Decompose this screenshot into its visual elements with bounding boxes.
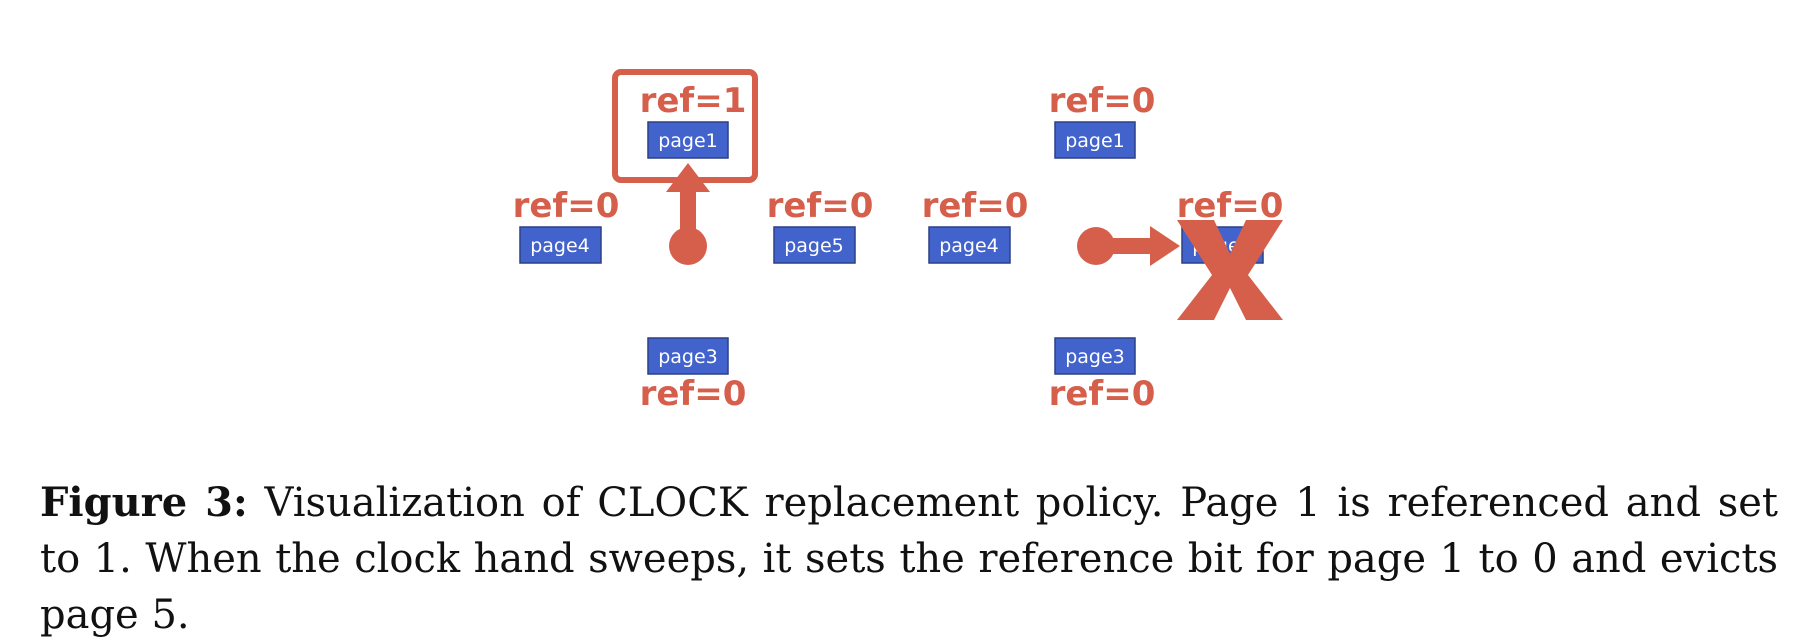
page5-box [773,226,856,264]
page4-box [928,226,1011,264]
page3-box [647,337,729,375]
ref-label-page3: ref=0 [1049,374,1156,414]
ref-label-page5: ref=0 [767,186,874,226]
evict-x-mark: X [1177,220,1283,320]
ref-label-page1: ref=1 [640,81,747,121]
left-clock: ref=1 page1 ref=0 page4 ref=0 page5 page… [513,69,874,414]
page4-label: page4 [530,235,590,257]
ref-label-page5: ref=0 [1177,186,1284,226]
page1-label: page1 [1065,130,1125,152]
page3-label: page3 [1065,346,1125,368]
right-clock: ref=0 page1 ref=0 page4 ref=0 page5 page… [922,81,1284,414]
page1-label: page1 [658,130,718,152]
page1-box [647,121,729,159]
page3-box [1054,337,1136,375]
page4-label: page4 [939,235,999,257]
clock-hand-up [666,163,710,265]
ref-label-page4: ref=0 [513,186,620,226]
clock-diagram: ref=1 page1 ref=0 page4 ref=0 page5 page… [513,69,1284,414]
ref-label-page1: ref=0 [1049,81,1156,121]
page3-label: page3 [658,346,718,368]
page5-label: page5 [784,235,844,257]
page1-box [1054,121,1136,159]
page4-box [519,226,602,264]
clock-hand-right [1077,226,1180,266]
figure-caption: Figure 3: Visualization of CLOCK replace… [40,475,1778,643]
ref-label-page4: ref=0 [922,186,1029,226]
figure-label: Figure 3: [40,479,248,526]
ref-label-page3: ref=0 [640,374,747,414]
caption-text: Visualization of CLOCK replacement polic… [40,480,1779,638]
